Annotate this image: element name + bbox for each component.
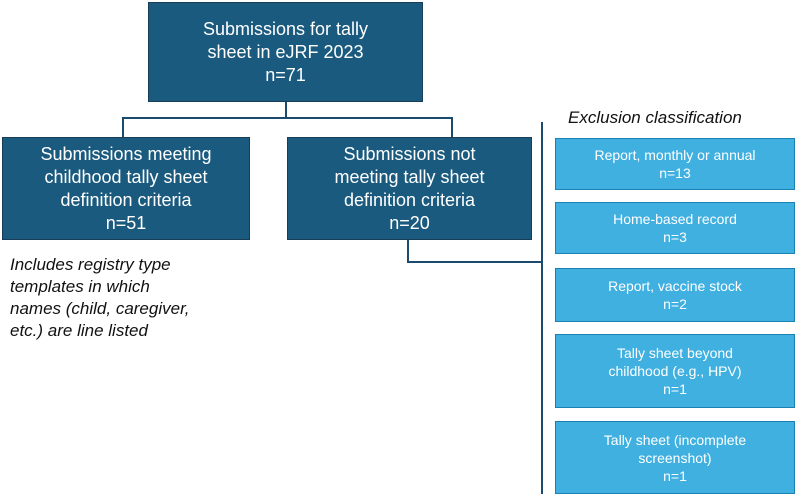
box-text-line: Submissions not: [343, 143, 476, 164]
note-line: names (child, caregiver,: [10, 299, 190, 318]
exclusion-box-monthly-annual-report: Report, monthly or annual n=13: [555, 138, 795, 190]
exclusion-box-home-based-record: Home-based record n=3: [555, 202, 795, 254]
exclusion-classification-title: Exclusion classification: [568, 108, 742, 127]
box-count: n=20: [389, 212, 430, 233]
box-text-line: childhood (e.g., HPV): [608, 363, 742, 379]
box-text-line: meeting tally sheet: [334, 166, 485, 187]
box-count: n=1: [663, 381, 687, 397]
box-text-line: Tally sheet beyond: [617, 345, 733, 361]
meeting-criteria-box: Submissions meeting childhood tally shee…: [2, 137, 250, 240]
not-meeting-criteria-box: Submissions not meeting tally sheet defi…: [287, 137, 532, 240]
connector-horizontal: [122, 117, 453, 119]
box-text-line: Submissions for tally: [202, 18, 369, 39]
note-line: templates in which: [10, 277, 150, 296]
box-text-line: Submissions meeting: [40, 143, 212, 164]
connector-exclusion-across: [407, 261, 542, 263]
box-text-line: definition criteria: [60, 189, 192, 210]
connector-left-down: [122, 117, 124, 137]
exclusion-box-beyond-childhood: Tally sheet beyond childhood (e.g., HPV)…: [555, 334, 795, 408]
box-count: n=51: [105, 212, 147, 233]
box-text-line: definition criteria: [343, 189, 476, 210]
connector-top-down: [285, 102, 287, 118]
box-count: n=3: [663, 229, 687, 245]
box-count: n=2: [663, 296, 687, 312]
box-count: n=1: [663, 467, 687, 484]
box-text-line: Report, monthly or annual: [594, 147, 756, 163]
exclusion-box-vaccine-stock-report: Report, vaccine stock n=2: [555, 268, 795, 322]
exclusion-box-incomplete-screenshot: Tally sheet (incomplete screenshot) n=1: [555, 421, 795, 494]
registry-note: Includes registry type templates in whic…: [10, 254, 280, 342]
note-line: Includes registry type: [10, 255, 171, 274]
box-count: n=13: [659, 165, 691, 181]
box-text-line: Home-based record: [613, 211, 737, 227]
box-text-line: Tally sheet (incomplete: [603, 431, 747, 448]
exclusion-bracket-line: [541, 122, 543, 494]
box-text-line: screenshot): [638, 449, 712, 466]
note-line: etc.) are line listed: [10, 321, 148, 340]
connector-right-down: [451, 117, 453, 137]
connector-exclusion-down: [407, 240, 409, 262]
box-count: n=71: [265, 64, 306, 85]
total-submissions-box: Submissions for tally sheet in eJRF 2023…: [148, 2, 423, 102]
box-text-line: sheet in eJRF 2023: [207, 41, 364, 62]
box-text-line: childhood tally sheet: [44, 166, 208, 187]
box-text-line: Report, vaccine stock: [608, 278, 742, 294]
